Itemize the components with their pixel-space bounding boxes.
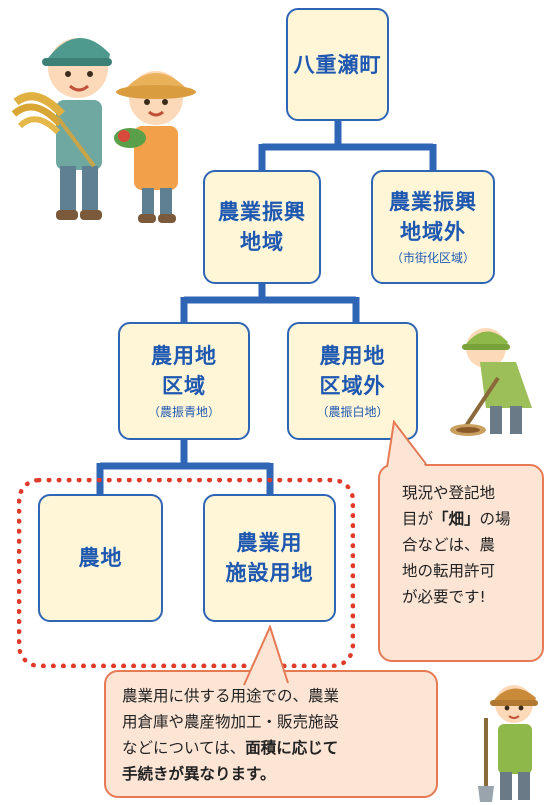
node-farmland: 農地 bbox=[38, 494, 163, 622]
callout-bottom-line1: 農業用に供する用途での、農業 bbox=[122, 687, 340, 705]
node-agri-promotion-area: 農業振興 地域 bbox=[203, 170, 321, 284]
node-farmland-area-title: 農用地 区域 bbox=[151, 344, 217, 398]
node-farmland-area: 農用地 区域 （農振青地） bbox=[118, 322, 250, 440]
callout-right: 現況や登記地 目が「畑」の場 合などは、農 地の転用許可 が必要です! bbox=[378, 464, 544, 662]
callout-right-line2: 目が「畑」の場 bbox=[402, 510, 511, 528]
node-yaese-town: 八重瀬町 bbox=[286, 8, 389, 121]
farmer-couple-icon bbox=[11, 37, 196, 223]
node-outside-farmland-area-title: 農用地 区域外 bbox=[319, 344, 386, 398]
node-agri-facility-land: 農業用 施設用地 bbox=[203, 494, 336, 622]
node-yaese-town-title: 八重瀬町 bbox=[293, 52, 382, 77]
callout-bottom-line3: などについては、面積に応じて bbox=[122, 739, 339, 757]
node-outside-promotion-area: 農業振興 地域外 （市街化区域） bbox=[371, 170, 495, 284]
node-outside-farmland-area: 農用地 区域外 （農振白地） bbox=[287, 322, 418, 440]
farmer-shovel-icon bbox=[478, 685, 538, 802]
callout-right-line3: 合などは、農 bbox=[402, 536, 496, 554]
callout-right-line5: が必要です! bbox=[402, 588, 486, 606]
highlight-dotted-frame bbox=[17, 478, 355, 668]
callout-right-line1: 現況や登記地 bbox=[402, 484, 496, 502]
farmer-digging-icon bbox=[450, 328, 532, 436]
node-agri-facility-land-title: 農業用 施設用地 bbox=[225, 531, 314, 585]
callout-bottom-tail-cover bbox=[243, 625, 289, 686]
node-outside-promotion-area-title: 農業振興 地域外 bbox=[389, 190, 477, 244]
callout-bottom: 農業用に供する用途での、農業 用倉庫や農産物加工・販売施設 などについては、面積… bbox=[104, 670, 438, 798]
node-farmland-area-sub: （農振青地） bbox=[147, 405, 220, 419]
node-outside-promotion-area-sub: （市街化区域） bbox=[390, 251, 475, 265]
node-outside-farmland-area-sub: （農振白地） bbox=[316, 405, 389, 419]
callout-right-tail-cover bbox=[386, 420, 427, 468]
callout-bottom-line4: 手続きが異なります。 bbox=[122, 765, 276, 783]
node-agri-promotion-area-title: 農業振興 地域 bbox=[218, 200, 306, 254]
callout-right-line4: 地の転用許可 bbox=[402, 562, 496, 580]
node-farmland-title: 農地 bbox=[78, 546, 123, 570]
callout-bottom-line2: 用倉庫や農産物加工・販売施設 bbox=[122, 713, 340, 731]
